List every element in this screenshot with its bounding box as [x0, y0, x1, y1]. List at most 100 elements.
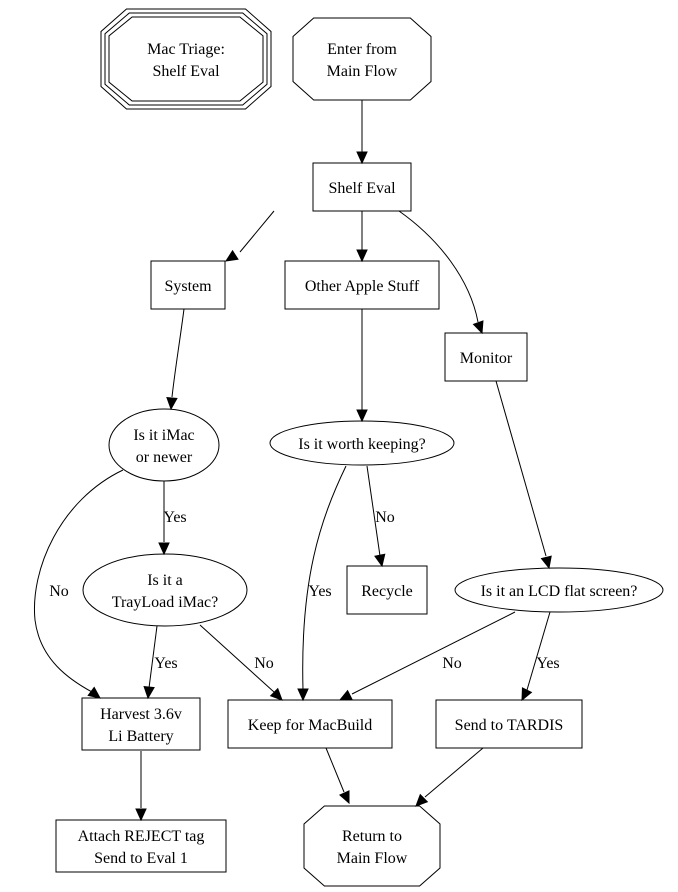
octagon-shape — [303, 805, 441, 887]
node-title: Mac Triage: Shelf Eval — [100, 8, 272, 110]
node-label: Main Flow — [327, 63, 398, 80]
node-label: Shelf Eval — [328, 180, 396, 197]
node-label: Mac Triage: — [147, 41, 225, 58]
node-label: Attach REJECT tag — [78, 828, 205, 845]
node-lcd: Is it an LCD flat screen? — [454, 567, 664, 613]
box-shape — [81, 697, 201, 751]
arrowhead-icon — [521, 687, 533, 702]
edge-line — [171, 308, 185, 398]
node-label: Recycle — [361, 583, 413, 600]
edge-imac-to-harvest: No — [33, 469, 124, 699]
node-label: Is it an LCD flat screen? — [481, 583, 638, 600]
edge-line — [398, 210, 479, 323]
node-return: Return to Main Flow — [303, 805, 441, 887]
edge-shelf-to-system — [224, 210, 275, 262]
box-shape — [284, 260, 440, 310]
node-label: or newer — [136, 449, 193, 466]
edge-lcd-to-tardis: Yes — [521, 611, 560, 702]
edge-line — [325, 747, 345, 793]
ellipse-shape — [269, 420, 455, 466]
arrowhead-icon — [356, 409, 368, 423]
node-label: Send to TARDIS — [455, 717, 564, 734]
arrowhead-icon — [472, 320, 484, 335]
edge-other-to-worth — [356, 309, 368, 423]
edge-label: Yes — [536, 655, 559, 672]
edge-imac-to-trayload: Yes — [158, 481, 187, 556]
edge-label: Yes — [154, 655, 177, 672]
arrowhead-icon — [356, 249, 368, 263]
arrowhead-icon — [356, 151, 368, 165]
ellipse-shape — [108, 408, 220, 482]
octagon-shape — [100, 8, 272, 110]
box-shape — [346, 565, 428, 615]
arrowhead-icon — [338, 790, 350, 805]
node-imac: Is it iMac or newer — [108, 408, 220, 482]
node-monitor: Monitor — [444, 332, 528, 382]
edge-trayload-to-harvest: Yes — [143, 625, 178, 700]
box-shape — [444, 332, 528, 382]
edge-shelf-to-monitor — [398, 210, 484, 335]
node-worth: Is it worth keeping? — [269, 420, 455, 466]
octagon-shape — [292, 17, 432, 101]
octagon-shape — [104, 12, 268, 106]
edge-line — [199, 624, 275, 693]
arrowhead-icon — [224, 249, 239, 262]
arrowhead-icon — [87, 686, 101, 699]
edge-line — [366, 465, 381, 557]
box-shape — [227, 699, 393, 749]
edge-label: No — [442, 655, 462, 672]
edge-label: Yes — [163, 509, 186, 526]
ellipse-shape — [454, 567, 664, 613]
node-label: Shelf Eval — [152, 63, 220, 80]
arrowhead-icon — [269, 687, 283, 701]
node-label: TrayLoad iMac? — [112, 594, 219, 611]
box-shape — [312, 162, 412, 212]
node-label: System — [164, 278, 212, 295]
edge-trayload-to-keep: No — [199, 624, 283, 701]
edge-line — [302, 465, 347, 691]
edge-lcd-to-keep: No — [338, 611, 516, 701]
edge-tardis-to-return — [415, 747, 484, 807]
arrowhead-icon — [143, 685, 155, 700]
arrowhead-icon — [166, 397, 178, 411]
edge-harvest-to-reject — [135, 751, 147, 822]
node-label: Send to Eval 1 — [94, 850, 188, 867]
edge-label: Yes — [308, 583, 331, 600]
node-tardis: Send to TARDIS — [435, 699, 583, 749]
node-label: Monitor — [460, 350, 513, 367]
edge-worth-to-keep: Yes — [297, 465, 347, 702]
node-label: Main Flow — [337, 850, 408, 867]
edge-label: No — [254, 655, 274, 672]
node-system: System — [150, 260, 226, 310]
arrowhead-icon — [297, 688, 309, 702]
edge-keep-to-return — [325, 747, 350, 805]
edge-enter-to-shelf — [356, 100, 368, 165]
edge-line — [33, 469, 124, 693]
edge-shelf-to-other — [356, 211, 368, 263]
node-label: Harvest 3.6v — [100, 706, 182, 723]
arrowhead-icon — [374, 553, 386, 568]
box-shape — [435, 699, 583, 749]
node-label: Is it a — [147, 572, 183, 589]
node-label: Is it iMac — [133, 427, 194, 444]
node-recycle: Recycle — [346, 565, 428, 615]
edge-system-to-imac — [166, 308, 185, 411]
box-shape — [55, 819, 227, 873]
node-other: Other Apple Stuff — [284, 260, 440, 310]
edge-line — [351, 611, 516, 695]
edge-line — [495, 380, 547, 557]
ellipse-shape — [82, 553, 248, 627]
node-label: Return to — [342, 828, 402, 845]
edge-worth-to-recycle: No — [366, 465, 395, 568]
box-shape — [150, 260, 226, 310]
edge-line — [526, 611, 551, 691]
arrowhead-icon — [540, 555, 552, 570]
arrowhead-icon — [135, 808, 147, 822]
node-shelf: Shelf Eval — [312, 162, 412, 212]
octagon-shape — [108, 16, 264, 102]
